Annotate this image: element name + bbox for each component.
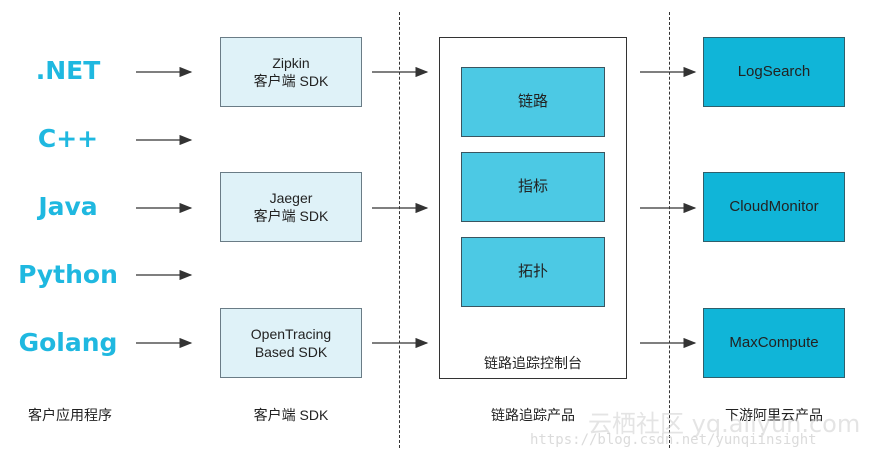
divider-sdk-product — [399, 12, 400, 448]
console-item-trace: 链路 — [461, 67, 605, 137]
watermark-url: https://blog.csdn.net/yunqiinsight — [530, 432, 817, 448]
console-item-metrics: 指标 — [461, 152, 605, 222]
sdk-box-opentracing-line2: Based SDK — [254, 344, 328, 360]
language-python: Python — [18, 260, 118, 289]
column-label-downstream: 下游阿里云产品 — [725, 407, 823, 423]
language-dotnet: .NET — [35, 56, 101, 85]
column-label-sdk: 客户端 SDK — [253, 407, 329, 423]
sdk-box-zipkin: Zipkin 客户端 SDK — [220, 37, 362, 107]
output-box-maxcompute: MaxCompute — [703, 308, 845, 378]
sdk-box-opentracing-line1: OpenTracing — [250, 326, 332, 342]
sdk-box-opentracing: OpenTracing Based SDK — [220, 308, 362, 378]
sdk-box-zipkin-line1: Zipkin — [272, 55, 310, 71]
console-label: 链路追踪控制台 — [484, 355, 582, 371]
output-box-cloudmonitor: CloudMonitor — [703, 172, 845, 242]
language-cpp: C++ — [37, 124, 99, 153]
console-item-topology: 拓扑 — [461, 237, 605, 307]
column-label-apps: 客户应用程序 — [28, 407, 112, 423]
sdk-box-jaeger-line2: 客户端 SDK — [253, 208, 329, 224]
watermark-logo: 云栖社区 yq.aliyun.com — [588, 410, 861, 438]
language-golang: Golang — [18, 328, 118, 357]
sdk-box-jaeger: Jaeger 客户端 SDK — [220, 172, 362, 242]
console-container: 链路 指标 拓扑 链路追踪控制台 — [439, 37, 627, 379]
language-java: Java — [38, 192, 98, 221]
column-label-products: 链路追踪产品 — [491, 407, 575, 423]
sdk-box-jaeger-line1: Jaeger — [269, 190, 313, 206]
divider-product-downstream — [669, 12, 670, 448]
output-box-logsearch: LogSearch — [703, 37, 845, 107]
sdk-box-zipkin-line2: 客户端 SDK — [253, 73, 329, 89]
